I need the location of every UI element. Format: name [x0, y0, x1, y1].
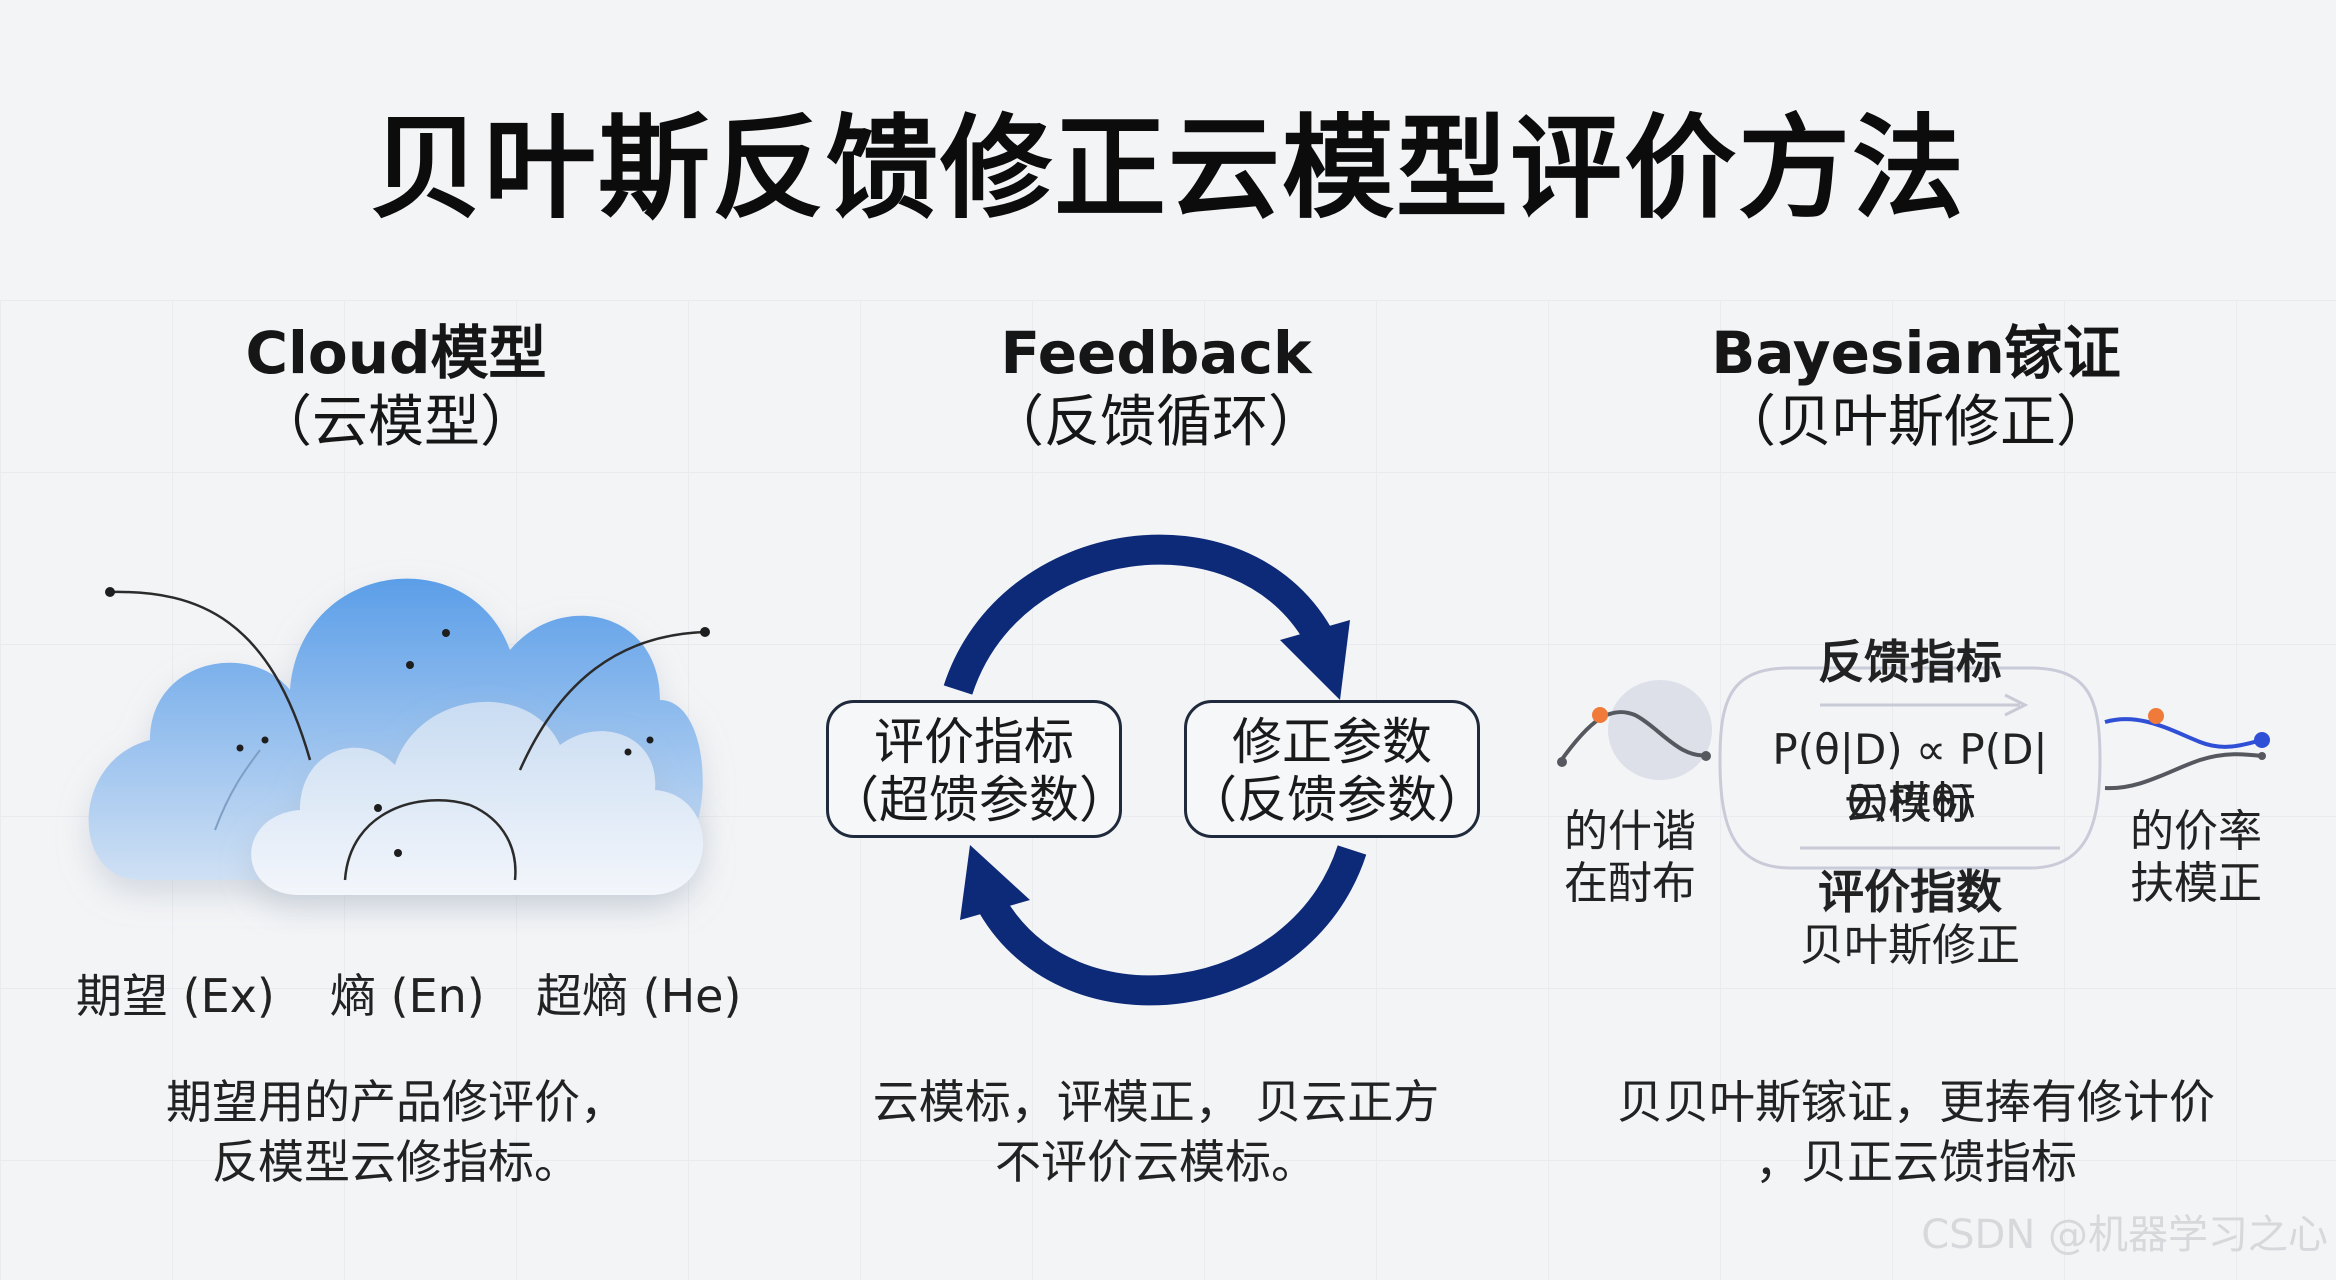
- bayesian-heading: Bayesian镓证 （贝叶斯修正）: [1536, 318, 2296, 458]
- param-expectation: 期望 (Ex): [76, 969, 275, 1023]
- bayesian-description: 贝贝叶斯镓证，更捧有修计价 ，贝正云馈指标: [1536, 1072, 2296, 1192]
- evaluation-index-label: 评价指标: [874, 713, 1074, 771]
- feedback-desc-line2: 不评价云模标。: [995, 1135, 1317, 1189]
- cloud-model-heading: Cloud模型 （云模型）: [16, 318, 776, 458]
- cloud-model-title: Cloud模型: [245, 319, 547, 387]
- posterior-label: 的价率 扶模正: [2116, 806, 2276, 910]
- cloud-model-subtitle: （云模型）: [256, 390, 536, 455]
- param-hyper-entropy: 超熵 (He): [536, 969, 742, 1023]
- cycle-arrowhead-top: [1280, 620, 1350, 700]
- bayesian-desc-line2: ，贝正云馈指标: [1755, 1135, 2077, 1189]
- feedback-indicator-label: 反馈指标: [1818, 635, 2002, 689]
- posterior-point-end: [2254, 732, 2270, 748]
- bayes-correction-label: 贝叶斯修正: [1800, 920, 2020, 971]
- watermark: CSDN @机器学习之心: [1921, 1212, 2328, 1258]
- prior-curve: [1558, 710, 1711, 764]
- feedback-title: Feedback: [1000, 319, 1312, 387]
- bayes-formula-sub: 云模标: [1844, 778, 1976, 829]
- cycle-arrow-bottom: [979, 845, 1367, 1006]
- evaluation-indicator-label: 评价指数: [1818, 865, 2002, 919]
- bayesian-subtitle: （贝叶斯修正）: [1720, 390, 2112, 455]
- evaluation-index-sublabel: （超馈参数）: [829, 771, 1129, 829]
- feedback-description: 云模标，评模正， 贝云正方 不评价云模标。: [776, 1072, 1536, 1192]
- feedback-desc-line1: 云模标，评模正， 贝云正方: [872, 1075, 1440, 1129]
- flow-arrow-top: [1820, 693, 2029, 717]
- bayesian-frame: [1718, 666, 2102, 870]
- bayesian-title: Bayesian镓证: [1711, 319, 2121, 387]
- cloud-front: [251, 701, 704, 895]
- cycle-arrowhead-bottom: [960, 845, 1030, 920]
- posterior-point-start: [2148, 708, 2164, 724]
- cloud-desc-line1: 期望用的产品修评价，: [166, 1075, 626, 1129]
- bayesian-desc-line1: 贝贝叶斯镓证，更捧有修计价: [1617, 1075, 2215, 1129]
- prior-point-start: [1557, 757, 1567, 767]
- correction-param-label: 修正参数: [1232, 713, 1432, 771]
- prior-label-line1: 的什谐: [1564, 806, 1696, 857]
- feedback-subtitle: （反馈循环）: [988, 390, 1324, 455]
- correction-param-sublabel: （反馈参数）: [1187, 771, 1487, 829]
- cloud-drop-points: [105, 587, 710, 857]
- page-title: 贝叶斯反馈修正云模型评价方法: [370, 104, 1966, 234]
- posterior-curve-grey: [2104, 752, 2263, 791]
- evaluation-index-box: 评价指标 （超馈参数）: [826, 700, 1129, 838]
- param-entropy: 熵 (En): [330, 969, 485, 1023]
- cloud-desc-line2: 反模型云修指标。: [212, 1135, 580, 1189]
- prior-label: 的什谐 在酎布: [1550, 806, 1710, 910]
- posterior-label-line1: 的价率: [2130, 806, 2262, 857]
- prior-shadow: [1608, 680, 1712, 780]
- cycle-arrow-top: [943, 534, 1331, 695]
- correction-param-box: 修正参数 （反馈参数）: [1184, 700, 1487, 838]
- prior-label-line2: 在酎布: [1564, 858, 1696, 909]
- feedback-heading: Feedback （反馈循环）: [776, 318, 1536, 458]
- bayes-formula: P(θ|D) ∝ P(D|θ)P(θ): [1772, 725, 2048, 826]
- posterior-point-grey: [2258, 752, 2266, 760]
- prior-point-end: [1701, 751, 1711, 761]
- posterior-curve-blue: [2104, 717, 2263, 749]
- cloud-drop-curves: [109, 590, 706, 881]
- prior-point-peak: [1592, 707, 1608, 723]
- cloud-model-description: 期望用的产品修评价， 反模型云修指标。: [16, 1072, 776, 1192]
- posterior-label-line2: 扶模正: [2130, 858, 2262, 909]
